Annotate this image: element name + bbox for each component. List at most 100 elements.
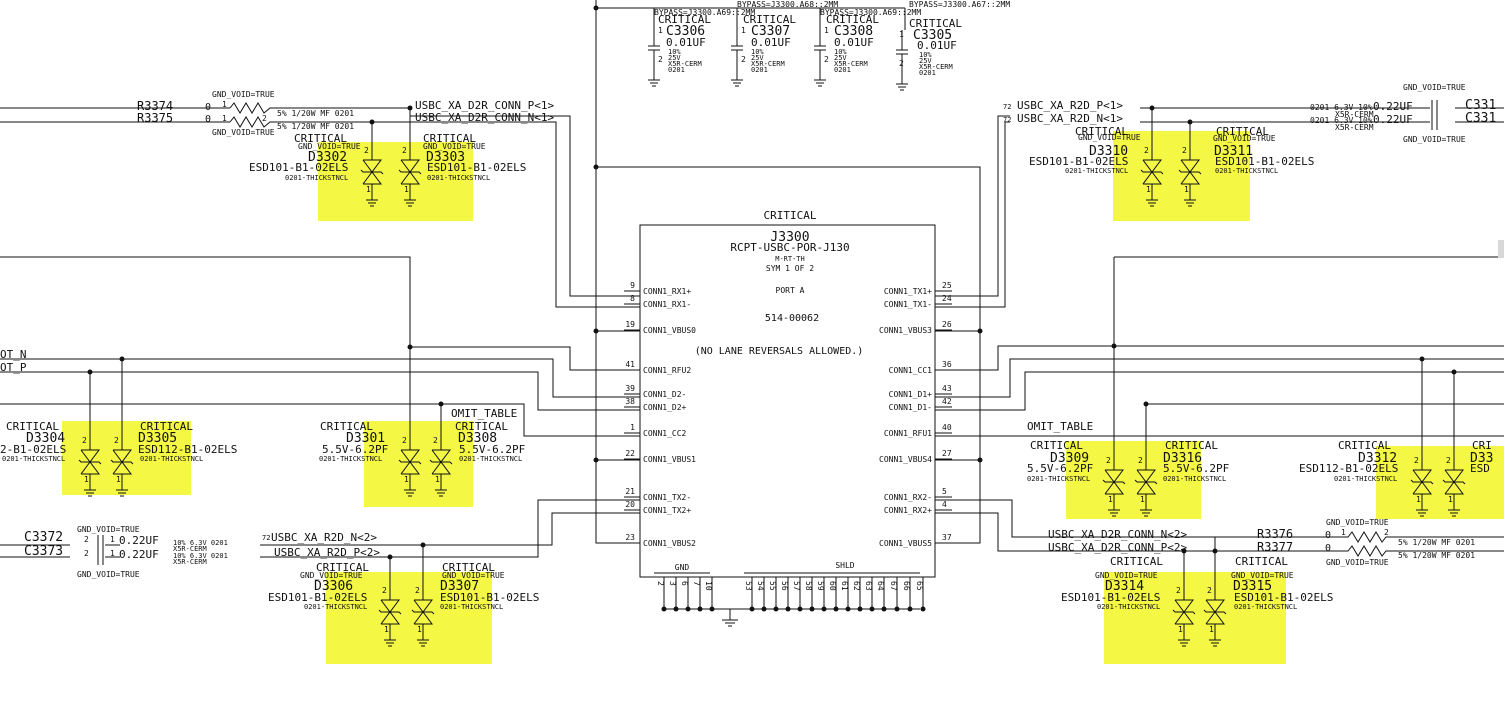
diode-d3306[interactable]: CRITICAL GND_VOID=TRUE D3306 ESD101-B1-0… [268,561,369,611]
tvs-diode-symbol: 21 [429,436,453,497]
svg-text:0201: 0201 [751,66,768,74]
diode-d3307[interactable]: CRITICAL GND_VOID=TRUE D3307 ESD101-B1-0… [440,561,539,611]
svg-text:0201-THICKSTNCL: 0201-THICKSTNCL [1163,475,1226,483]
tvs-diode-symbol: 21 [398,436,422,497]
pin-name: CONN1_TX1- [884,300,932,309]
pin-number: 63 [864,581,873,591]
pin-name: CONN1_D2- [643,390,686,399]
diode-d3309[interactable]: OMIT_TABLE CRITICAL D3309 5.5V-6.2PF 020… [1027,420,1093,483]
pin-number: 7 [692,581,701,586]
svg-text:ESD112-B1-02ELS: ESD112-B1-02ELS [138,443,237,456]
svg-text:BYPASS=J3300.A69::2MM: BYPASS=J3300.A69::2MM [654,8,755,17]
svg-text:0.01UF: 0.01UF [917,39,957,52]
pin-number: 2 [1414,456,1419,465]
pin-number: 1 [1178,625,1183,634]
connector-variant: M-RT-TH [775,255,805,263]
svg-text:R3377: R3377 [1257,540,1293,554]
pin-number: 3 [668,581,677,586]
capacitor-c3306[interactable]: BYPASS=J3300.A69::2MM CRITICAL C3306 0.0… [648,8,755,87]
pin-number: 1 [84,475,89,484]
svg-text:D3311: D3311 [1214,144,1253,159]
svg-text:CRITICAL: CRITICAL [1110,555,1163,568]
net-label-ot-p: OT_P [0,361,27,374]
connector-j3300[interactable]: CRITICAL J3300 RCPT-USBC-POR-J130 M-RT-T… [624,209,952,627]
top-capacitors[interactable]: BYPASS=J3300.A69::2MM CRITICAL C3306 0.0… [648,0,1010,91]
connector-critical-label: CRITICAL [764,209,817,222]
svg-text:1: 1 [741,26,746,35]
svg-text:0201-THICKSTNCL: 0201-THICKSTNCL [1334,475,1397,483]
svg-text:X5R-CERM: X5R-CERM [173,545,207,553]
diode-d3316[interactable]: CRITICAL D3316 5.5V-6.2PF 0201-THICKSTNC… [1163,439,1229,483]
diode-d3304[interactable]: CRITICAL D3304 2-B1-02ELS 0201-THICKSTNC… [0,420,66,463]
resistor-r3376-r3377[interactable]: USBC_XA_D2R_CONN_N<2> USBC_XA_D2R_CONN_P… [1048,518,1475,567]
svg-text:ESD101-B1-02ELS: ESD101-B1-02ELS [1061,591,1160,604]
pin-number: 23 [625,533,635,542]
pin-number: 67 [889,581,898,591]
resistor-r3374[interactable]: R3374 0 1 2 GND_VOID=TRUE 5% 1/20W MF 02… [137,90,354,123]
svg-text:CRITICAL: CRITICAL [423,132,476,145]
svg-text:GND_VOID=TRUE: GND_VOID=TRUE [77,570,140,579]
svg-text:D3301: D3301 [346,431,385,446]
pin-dot [920,606,926,612]
net-label-r2d-p2: USBC_XA_R2D_P<2> [274,546,380,559]
pin-number: 38 [625,397,635,406]
svg-text:D3302: D3302 [308,150,347,165]
capacitor-c3305[interactable]: BYPASS=J3300.A67::2MM CRITICAL C3305 0.0… [896,0,1010,91]
svg-text:CRITICAL: CRITICAL [316,561,369,574]
pin-name: CONN1_CC1 [889,366,933,375]
highlight-d3302-d3303 [318,142,473,221]
svg-text:GND_VOID=TRUE: GND_VOID=TRUE [298,142,361,151]
capacitor-c3307[interactable]: BYPASS=J3300.A68::2MM CRITICAL C3307 0.0… [731,0,838,87]
pin-number: 37 [942,533,952,542]
vertical-scrollbar-thumb[interactable] [1498,240,1504,258]
resistor-r3375[interactable]: R3375 0 1 GND_VOID=TRUE 5% 1/20W MF 0201 [137,111,354,137]
diode-d3314[interactable]: CRITICAL GND_VOID=TRUE D3314 ESD101-B1-0… [1061,555,1163,611]
svg-text:0: 0 [1325,530,1331,541]
diode-d3315[interactable]: CRITICAL GND_VOID=TRUE D3315 ESD101-B1-0… [1231,555,1333,611]
svg-text:CRITICAL: CRITICAL [320,420,373,433]
pin-name: CONN1_TX1+ [884,287,932,296]
pin-name: CONN1_D1+ [889,390,933,399]
pin-number: 2 [1182,146,1187,155]
svg-text:GND_VOID=TRUE: GND_VOID=TRUE [1326,558,1389,567]
pin-number: 2 [656,581,665,586]
svg-text:CRITICAL: CRITICAL [826,13,879,26]
tvs-diode-symbol: 21 [1102,456,1126,517]
svg-text:X5R-CERM: X5R-CERM [1335,110,1374,119]
wires [0,0,1504,590]
svg-text:2: 2 [84,549,89,558]
capacitor-c331-top[interactable]: GND_VOID=TRUE 0201 6.3V 10% 0.22UF X5R-C… [1310,83,1496,144]
svg-text:0201-THICKSTNCL: 0201-THICKSTNCL [304,603,367,611]
diode-d3302[interactable]: CRITICAL GND_VOID=TRUE D3302 ESD101-B1-0… [249,132,361,182]
highlight-d3312 [1376,446,1504,519]
svg-text:2-B1-02ELS: 2-B1-02ELS [0,443,66,456]
svg-text:GND_VOID=TRUE: GND_VOID=TRUE [77,525,140,534]
diode-d33-partial[interactable]: CRI D33 ESD [1470,439,1493,475]
connector-part: RCPT-USBC-POR-J130 [730,241,849,254]
diode-d3308[interactable]: OMIT_TABLE CRITICAL D3308 5.5V-6.2PF 020… [451,407,525,463]
pin-name: CONN1_VBUS1 [643,455,696,464]
pin-name: CONN1_VBUS5 [879,539,932,548]
svg-text:2: 2 [84,535,89,544]
diode-d3312[interactable]: CRITICAL D3312 ESD112-B1-02ELS 0201-THIC… [1299,439,1398,483]
diode-d3311[interactable]: CRITICAL GND_VOID=TRUE D3311 ESD101-B1-0… [1213,125,1314,175]
pin-number: 27 [942,449,952,458]
svg-text:ESD101-B1-02ELS: ESD101-B1-02ELS [427,161,526,174]
svg-text:5.5V-6.2PF: 5.5V-6.2PF [459,443,525,456]
pin-number: 2 [1207,586,1212,595]
svg-text:1: 1 [1341,528,1346,537]
svg-text:0201 6.3V 10%: 0201 6.3V 10% [1310,103,1373,112]
svg-text:5% 1/20W MF 0201: 5% 1/20W MF 0201 [277,109,354,118]
diode-d3301[interactable]: CRITICAL D3301 5.5V-6.2PF 0201-THICKSTNC… [319,420,388,463]
pin-number: 1 [116,475,121,484]
svg-text:C3373: C3373 [24,544,63,559]
capacitor-c3372-c3373[interactable]: C3372 C3373 2 2 1 1 0.22UF 0.22UF GND_VO… [24,525,228,579]
svg-text:GND_VOID=TRUE: GND_VOID=TRUE [1403,135,1466,144]
capacitor-c3308[interactable]: BYPASS=J3300.A69::2MM CRITICAL C3308 0.0… [814,8,921,87]
svg-text:C331: C331 [1465,111,1496,126]
pin-name: CONN1_VBUS3 [879,326,932,335]
diode-d3310[interactable]: CRITICAL GND_VOID=TRUE D3310 ESD101-B1-0… [1029,125,1141,175]
pin-number: 19 [625,320,635,329]
diode-d3305[interactable]: CRITICAL D3305 ESD112-B1-02ELS 0201-THIC… [138,420,237,463]
diode-d3303[interactable]: CRITICAL GND_VOID=TRUE D3303 ESD101-B1-0… [423,132,526,182]
